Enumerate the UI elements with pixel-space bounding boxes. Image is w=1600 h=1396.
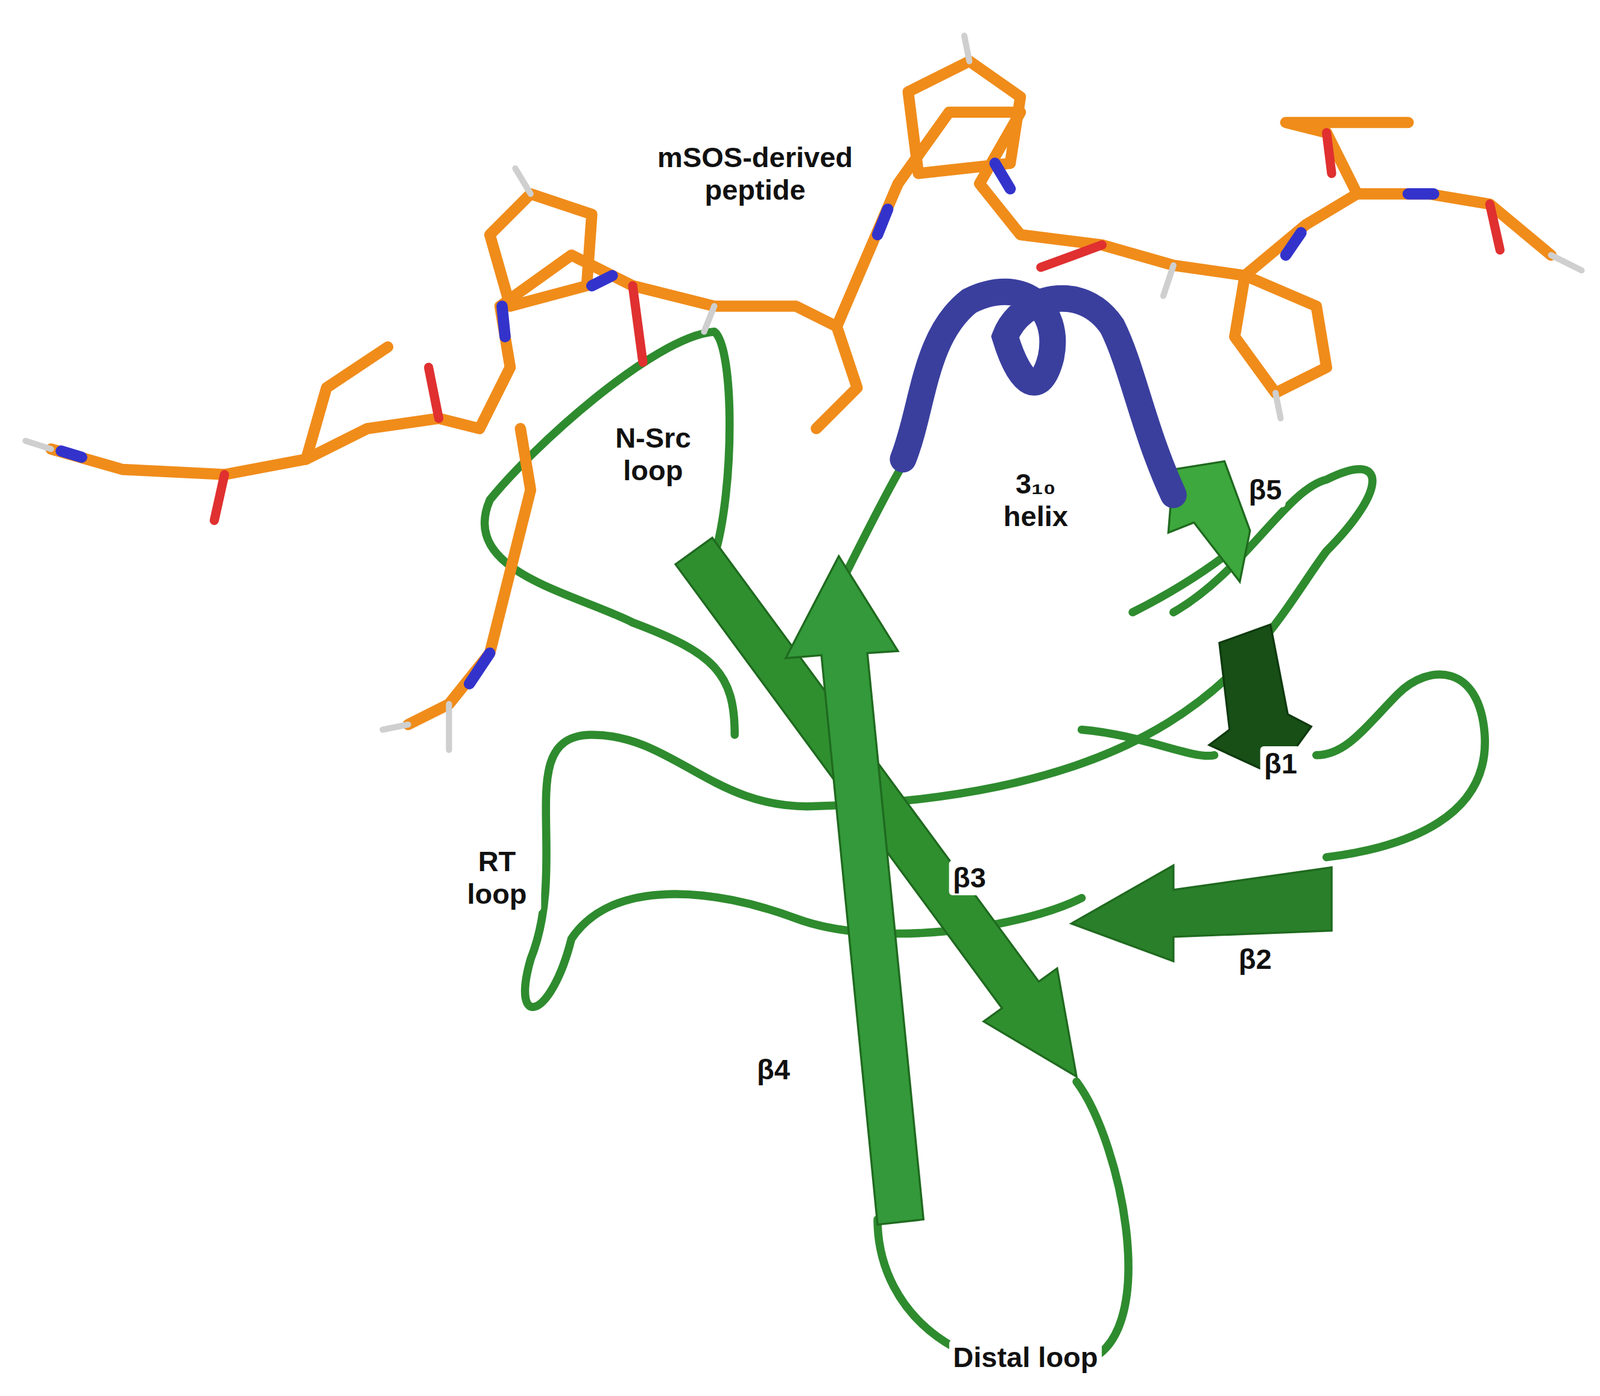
nitrogen-atom — [1285, 232, 1301, 256]
backbone-tube — [1132, 556, 1225, 613]
structure-label: RT loop — [452, 843, 541, 912]
peptide-sticks — [306, 346, 388, 459]
nitrogen-atom — [591, 275, 613, 286]
nitrogen-atom — [877, 209, 888, 235]
proline-ring — [489, 193, 592, 306]
hydrogen-atom — [515, 168, 531, 194]
hydrogen-atom — [1163, 265, 1174, 297]
backbone-tube — [1316, 674, 1486, 857]
structure-label: 3₁₀ helix — [986, 466, 1085, 534]
hydrogen-atom — [964, 35, 970, 61]
structure-label: N-Src loop — [598, 420, 708, 488]
nitrogen-atom — [995, 163, 1011, 189]
structure-label: β4 — [753, 1051, 794, 1087]
hydrogen-atom — [1551, 255, 1582, 271]
hydrogen-atom — [445, 703, 452, 750]
peptide-sticks — [408, 428, 531, 725]
peptide-sticks — [51, 112, 1552, 475]
structure-label: β2 — [1235, 941, 1276, 977]
proline-ring — [1234, 275, 1327, 394]
beta-strand — [785, 556, 924, 1225]
peptide-sticks — [816, 326, 858, 429]
backbone-tube — [877, 1081, 1129, 1368]
structure-label: β3 — [949, 860, 990, 895]
hydrogen-atom — [703, 305, 715, 332]
oxygen-atom — [632, 285, 643, 363]
oxygen-atom — [1326, 132, 1332, 174]
oxygen-atom — [1040, 244, 1103, 268]
nitrogen-atom — [469, 653, 490, 684]
backbone-tube — [1081, 729, 1215, 756]
oxygen-atom — [214, 474, 225, 521]
oxygen-atom — [1489, 203, 1500, 250]
structure-label: Distal loop — [949, 1339, 1102, 1375]
structure-label: β1 — [1260, 746, 1301, 782]
structure-label: β5 — [1245, 472, 1286, 508]
beta-strand — [1071, 864, 1332, 961]
hydrogen-atom — [1275, 392, 1281, 418]
hydrogen-atom — [25, 440, 51, 450]
nitrogen-atom — [501, 305, 505, 337]
helix-ribbon — [902, 291, 1174, 496]
nitrogen-atom — [1408, 188, 1434, 200]
proline-ring — [908, 60, 1021, 174]
hydrogen-atom — [382, 724, 408, 730]
backbone-tube — [846, 464, 903, 572]
peptide-sticks — [1285, 122, 1409, 194]
structure-label: mSOS-derived peptide — [629, 139, 882, 208]
oxygen-atom — [428, 367, 440, 419]
nitrogen-atom — [61, 451, 83, 458]
